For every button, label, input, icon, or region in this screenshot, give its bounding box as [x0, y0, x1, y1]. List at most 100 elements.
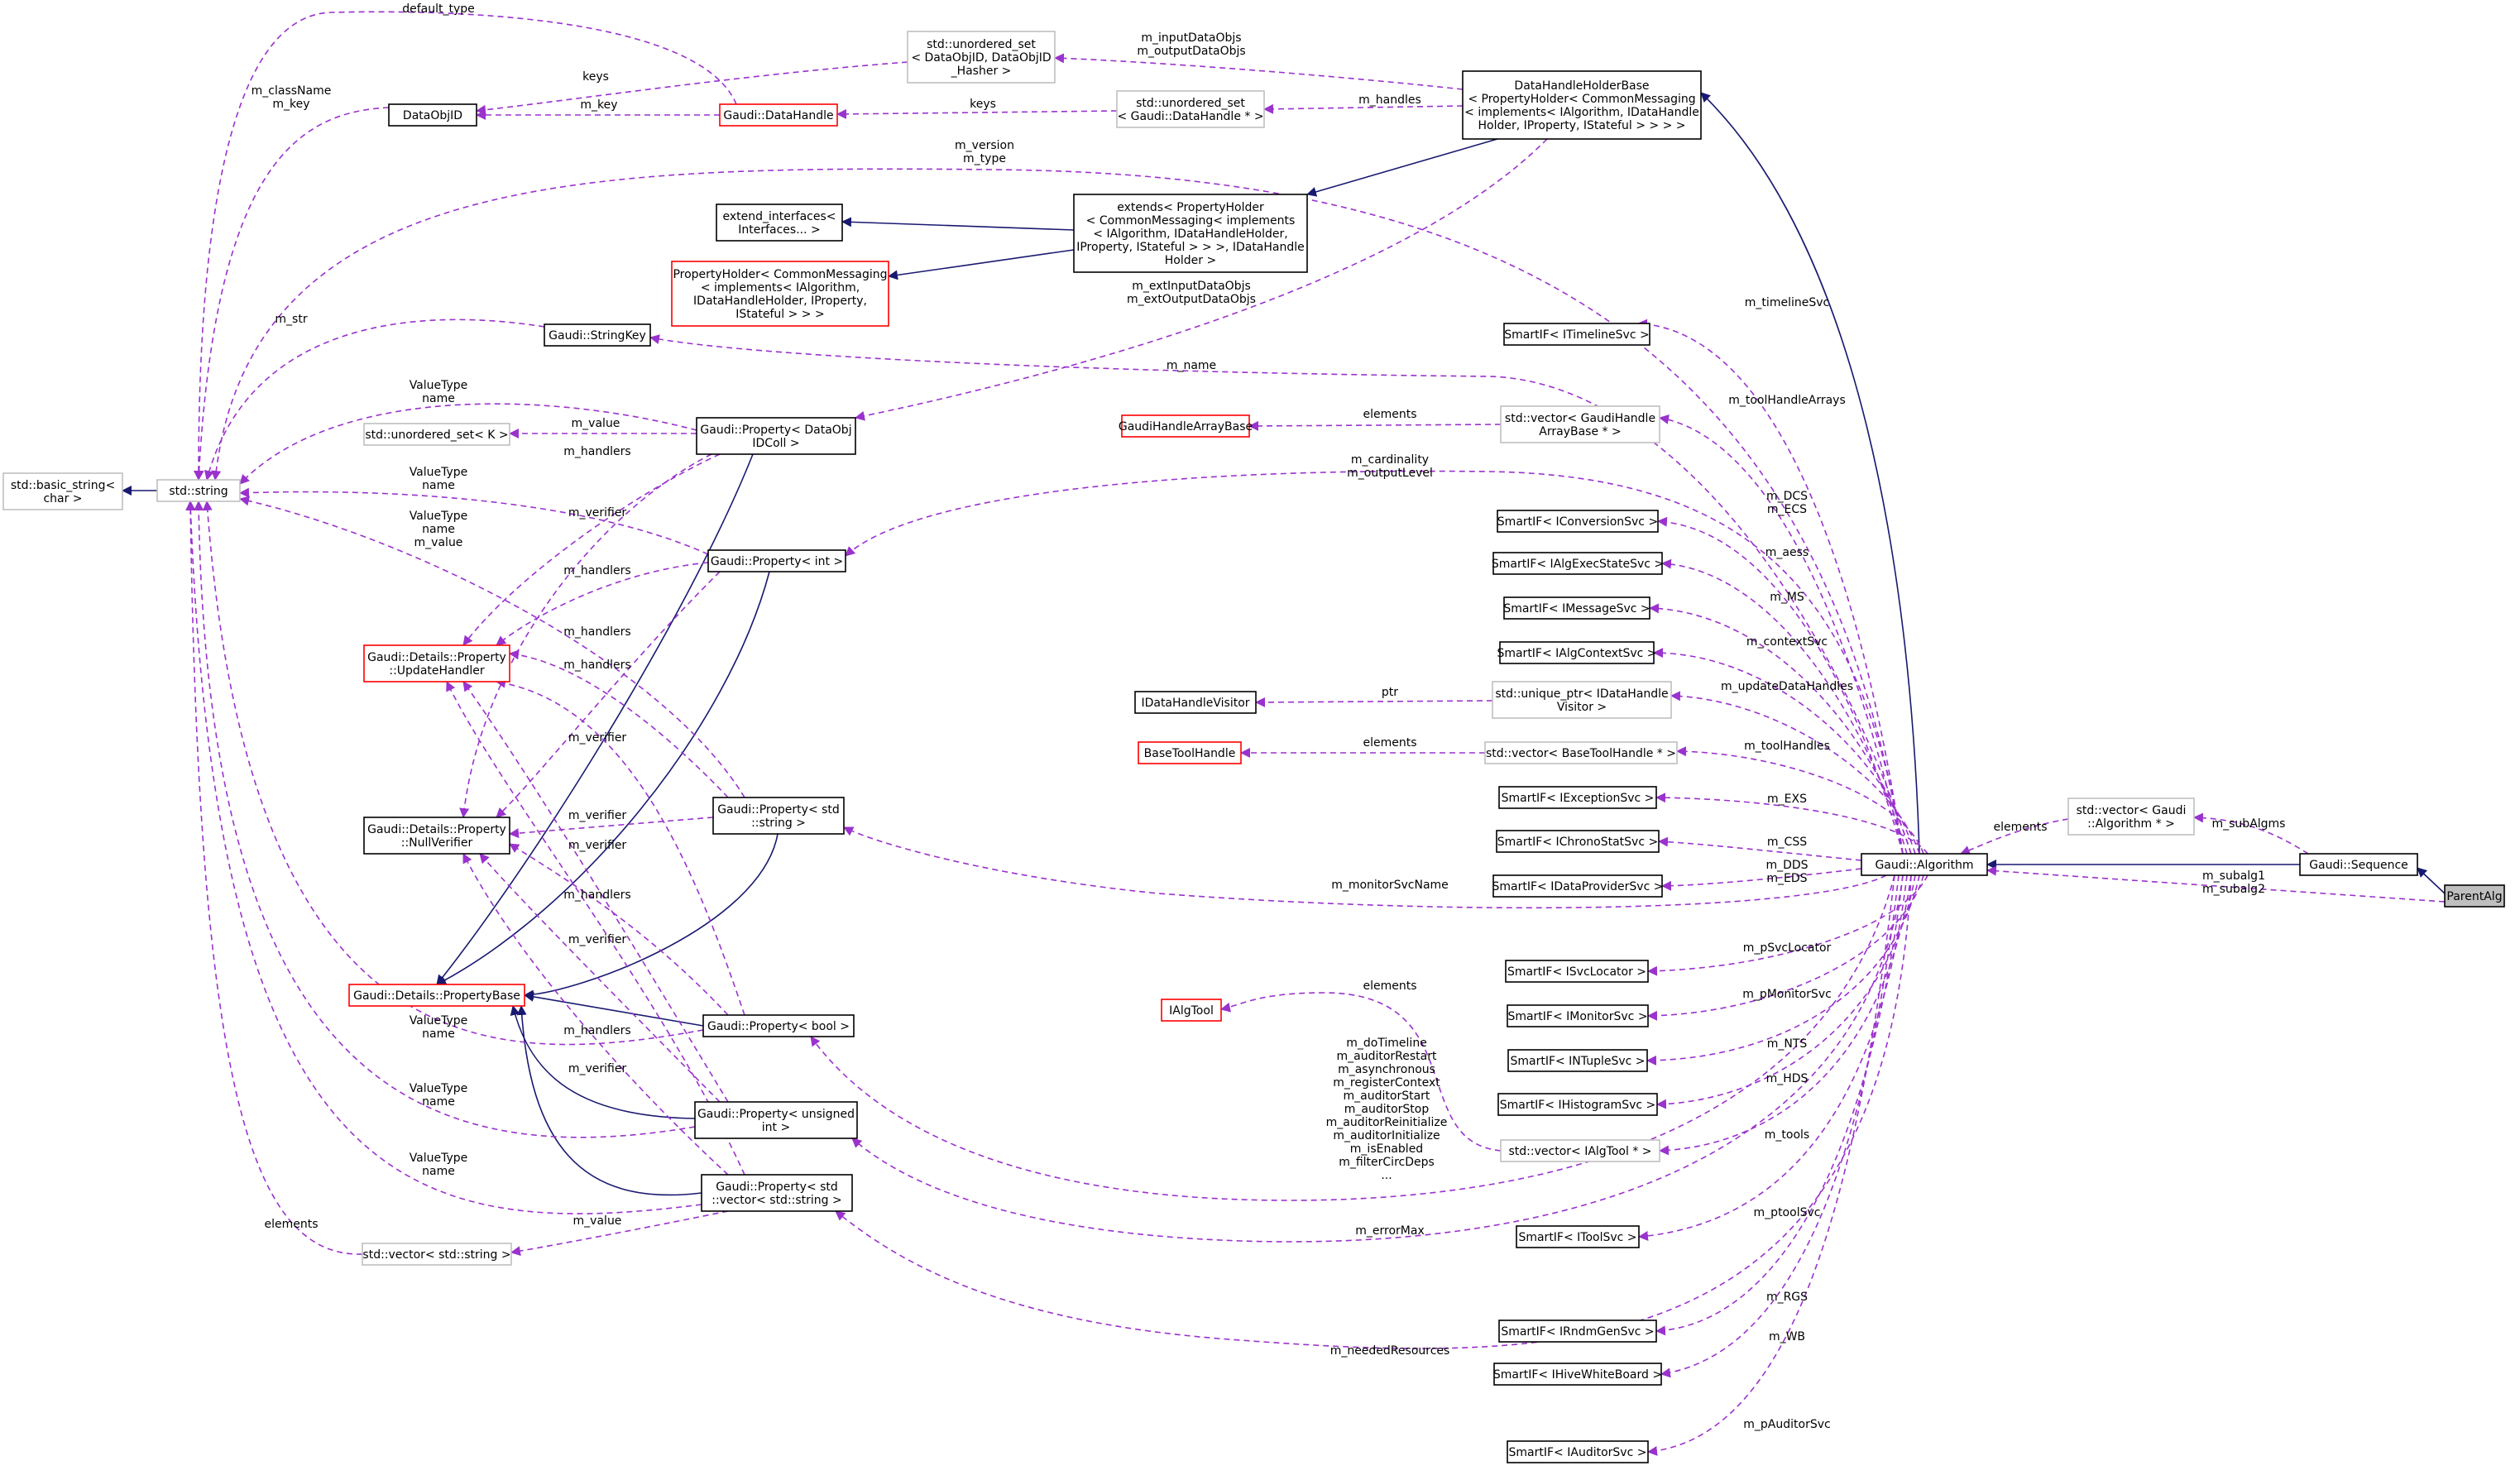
class-node-label: Gaudi::Property< std::string > [717, 803, 840, 830]
class-node-string-key[interactable]: Gaudi::StringKey [544, 323, 651, 347]
class-node-si-chrono-stat[interactable]: SmartIF< IChronoStatSvc > [1496, 830, 1660, 853]
class-node-si-monitor[interactable]: SmartIF< IMonitorSvc > [1507, 1004, 1649, 1027]
edge-label-line: ptr [1382, 686, 1398, 699]
class-node-data-handle[interactable]: Gaudi::DataHandle [719, 103, 838, 127]
class-node-label-line: SmartIF< IHistogramSvc > [1500, 1099, 1656, 1112]
class-node-vec-alg-ptr[interactable]: std::vector< Gaudi::Algorithm * > [2067, 797, 2195, 836]
usage-edge-dhhb-to-unordered-set-id [1054, 53, 1464, 90]
class-node-si-timeline[interactable]: SmartIF< ITimelineSvc > [1503, 323, 1650, 346]
class-node-update-handler[interactable]: Gaudi::Details::Property::UpdateHandler [363, 644, 510, 683]
class-node-prop-int[interactable]: Gaudi::Property< int > [707, 549, 846, 572]
class-node-si-conversion[interactable]: SmartIF< IConversionSvc > [1497, 510, 1659, 533]
edge-label-line: m_timelineSvc [1745, 296, 1829, 309]
inheritance-edge-algorithm-to-dhhb [1700, 92, 1920, 855]
class-node-box [1484, 741, 1678, 764]
class-node-si-alg-context[interactable]: SmartIF< IAlgContextSvc > [1497, 641, 1657, 664]
class-node-si-alg-exec-state[interactable]: SmartIF< IAlgExecStateSvc > [1492, 552, 1664, 575]
edge-label-line: m_cardinality [1351, 453, 1429, 467]
class-node-data-obj-id[interactable]: DataObjID [388, 103, 477, 127]
class-node-si-data-provider[interactable]: SmartIF< IDataProviderSvc > [1492, 874, 1664, 898]
class-node-prop-bool[interactable]: Gaudi::Property< bool > [702, 1014, 855, 1037]
class-node-unordered-set-dh[interactable]: std::unordered_set< Gaudi::DataHandle * … [1116, 90, 1265, 128]
class-node-si-ntuple[interactable]: SmartIF< INTupleSvc > [1507, 1049, 1648, 1072]
class-node-si-tool[interactable]: SmartIF< IToolSvc > [1516, 1225, 1640, 1248]
class-node-base-tool-handle[interactable]: BaseToolHandle [1138, 741, 1242, 764]
class-node-si-exception[interactable]: SmartIF< IExceptionSvc > [1498, 786, 1657, 809]
class-node-null-verifier[interactable]: Gaudi::Details::Property::NullVerifier [363, 817, 510, 855]
class-node-extend-ifaces[interactable]: extend_interfaces<Interfaces... > [716, 204, 843, 242]
edge-label-line: m_key [580, 98, 617, 112]
class-node-si-auditor[interactable]: SmartIF< IAuditorSvc > [1507, 1440, 1649, 1463]
edge-label-line: m_ptoolSvc [1754, 1206, 1821, 1219]
class-node-basic-string[interactable]: std::basic_string<char > [2, 472, 123, 510]
class-node-label-line: SmartIF< IMessageSvc > [1503, 602, 1650, 615]
class-node-label: SmartIF< IAlgContextSvc > [1497, 647, 1656, 660]
class-node-label: extends< PropertyHolder< CommonMessaging… [1076, 201, 1305, 267]
edge-label-line: m_EXS [1767, 793, 1807, 806]
edge-label-algorithm-to-si-chrono-stat: m_CSS [1767, 836, 1807, 849]
edge-label-line: m_asynchronous [1338, 1063, 1435, 1076]
class-node-ialg-tool[interactable]: IAlgTool [1161, 999, 1222, 1022]
class-node-algorithm[interactable]: Gaudi::Algorithm [1861, 853, 1988, 876]
class-node-label-line: SmartIF< IAlgContextSvc > [1497, 647, 1656, 660]
class-node-si-svc-locator[interactable]: SmartIF< ISvcLocator > [1505, 960, 1649, 983]
class-node-label: std::vector< Gaudi::Algorithm * > [2077, 804, 2187, 831]
usage-edge-prop-string-to-null-verifier [509, 817, 714, 839]
class-node-sequence[interactable]: Gaudi::Sequence [2299, 853, 2418, 876]
class-node-prop-vec-str[interactable]: Gaudi::Property< std::vector< std::strin… [701, 1174, 853, 1212]
usage-edge-parent-alg-to-algorithm [1986, 865, 2446, 903]
class-node-label-line: IProperty, IStateful > > >, IDataHandle [1076, 241, 1305, 254]
class-node-property-base[interactable]: Gaudi::Details::PropertyBase [348, 984, 525, 1007]
class-node-vec-bth[interactable]: std::vector< BaseToolHandle * > [1484, 741, 1678, 764]
class-node-unordered-set-k[interactable]: std::unordered_set< K > [363, 423, 510, 446]
class-node-label-line: < CommonMessaging< implements [1086, 214, 1296, 228]
class-node-extends[interactable]: extends< PropertyHolder< CommonMessaging… [1073, 194, 1308, 273]
usage-edge-algorithm-to-si-chrono-stat [1658, 836, 1862, 861]
class-node-unordered-set-id[interactable]: std::unordered_set< DataObjID, DataObjID… [907, 31, 1056, 84]
class-node-si-message[interactable]: SmartIF< IMessageSvc > [1503, 596, 1650, 620]
class-node-parent-alg[interactable]: ParentAlg [2444, 884, 2505, 908]
edge-label-line: elements [1993, 821, 2047, 834]
class-node-vec-string[interactable]: std::vector< std::string > [362, 1243, 512, 1266]
class-node-label: SmartIF< IMonitorSvc > [1507, 1010, 1647, 1023]
edge-label-line: m_pAuditorSvc [1743, 1418, 1830, 1431]
edge-label-prop-int-to-null-verifier: m_verifier [568, 731, 627, 745]
edge-label-prop-uint-to-update-handler: m_handlers [563, 888, 630, 902]
class-node-si-rndm-gen[interactable]: SmartIF< IRndmGenSvc > [1498, 1320, 1657, 1343]
class-node-label-line: ArrayBase * > [1539, 425, 1621, 438]
class-node-prop-holder[interactable]: PropertyHolder< CommonMessaging< impleme… [671, 261, 889, 327]
class-node-gaudi-handle-array-base[interactable]: GaudiHandleArrayBase [1119, 414, 1253, 438]
class-node-box [1138, 741, 1242, 764]
class-node-std-string[interactable]: std::string [156, 479, 241, 502]
edge-label-vec-bth-to-base-tool-handle: elements [1363, 736, 1416, 750]
usage-edge-vec-ialg-tool-to-ialg-tool [1220, 992, 1502, 1152]
class-node-si-hive-wb[interactable]: SmartIF< IHiveWhiteBoard > [1493, 1363, 1662, 1386]
edge-label-line: m_str [275, 313, 307, 326]
usage-edge-unordered-set-id-to-data-obj-id [476, 61, 908, 115]
class-node-box [1500, 1139, 1660, 1162]
edge-label-line: m_inputDataObjs [1141, 31, 1241, 45]
edge-label-algorithm-to-vec-ghab: m_toolHandleArrays [1728, 394, 1846, 407]
edge-label-algorithm-to-si-rndm-gen: m_RGS [1766, 1291, 1808, 1304]
class-node-label-line: Gaudi::Property< unsigned [697, 1108, 855, 1121]
class-node-label: SmartIF< IAuditorSvc > [1509, 1446, 1647, 1459]
class-node-dhhb[interactable]: DataHandleHolderBase< PropertyHolder< Co… [1462, 70, 1702, 140]
class-node-label: SmartIF< ISvcLocator > [1507, 965, 1646, 979]
class-node-idata-handle-visitor[interactable]: IDataHandleVisitor [1134, 691, 1257, 714]
class-node-label-line: SmartIF< INTupleSvc > [1510, 1055, 1645, 1068]
class-node-label-line: std::unordered_set [927, 38, 1036, 51]
class-node-si-histogram[interactable]: SmartIF< IHistogramSvc > [1497, 1093, 1658, 1116]
edge-label-line: m_HDS [1766, 1072, 1809, 1085]
class-node-label: SmartIF< IHistogramSvc > [1500, 1099, 1656, 1112]
class-node-vec-ialg-tool[interactable]: std::vector< IAlgTool * > [1500, 1139, 1660, 1162]
class-node-label-line: SmartIF< ISvcLocator > [1507, 965, 1646, 979]
class-node-prop-string[interactable]: Gaudi::Property< std::string > [712, 797, 845, 835]
edge-label-unique-ptr-visitor-to-idata-handle-visitor: ptr [1382, 686, 1398, 699]
